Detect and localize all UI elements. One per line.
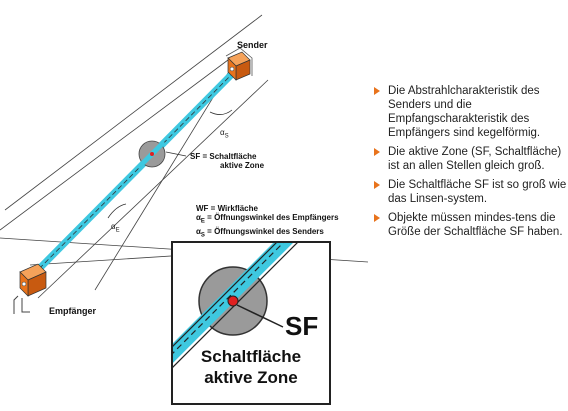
list-item: Die aktive Zone (SF, Schaltfläche) ist a…: [372, 145, 568, 173]
receiver-lens: [21, 281, 27, 287]
legend-item-wf: WF = Wirkfläche: [196, 204, 258, 213]
receiver-stand: [13, 295, 19, 314]
bullet-list: Die Abstrahlcharakteristik des Senders u…: [372, 84, 568, 244]
cone-line-outer-top: [4, 14, 263, 211]
angle-arc-receiver: [107, 203, 127, 219]
inset-beam-edge-1: [173, 243, 277, 347]
sender-mount: [225, 47, 253, 76]
sender-lens: [229, 66, 235, 72]
inset-beam-axis: [173, 243, 284, 354]
receiver-label: Empfänger: [49, 306, 97, 316]
inset-sf-label: SF: [285, 311, 319, 341]
active-zone-dot: [150, 152, 154, 156]
legend-item-alpha-e: αE = Öffnungswinkel des Empfängers: [196, 213, 339, 225]
inset-caption-line2: aktive Zone: [204, 368, 298, 387]
angle-arc-sender: [209, 109, 233, 115]
sf-line2: aktive Zone: [220, 161, 265, 170]
cone-line-sender-upper: [0, 59, 229, 231]
inset-caption-line1: Schaltfläche: [200, 347, 302, 366]
triangle-right-icon: [374, 148, 380, 156]
triangle-right-icon: [374, 214, 380, 222]
list-item: Die Abstrahlcharakteristik des Senders u…: [372, 84, 568, 140]
sf-pointer-line: [165, 151, 187, 157]
inset-box: SF Schaltfläche aktive Zone: [171, 241, 331, 405]
legend-item-alpha-s: αS = Öffnungswinkel des Senders: [196, 226, 324, 239]
sf-line1: Schaltfläche: [209, 152, 257, 161]
list-item: Die Schaltfläche SF ist so groß wie das …: [372, 178, 568, 206]
angle-sender-label: αS: [220, 128, 229, 140]
inset-drawing: [173, 243, 298, 368]
angle-receiver-label: αE: [111, 222, 120, 234]
inset-caption: Schaltfläche aktive Zone: [173, 346, 329, 388]
inset-dot: [227, 295, 239, 307]
sf-abbr: SF =: [190, 152, 208, 161]
triangle-right-icon: [374, 181, 380, 189]
sf-definition: SF = Schaltfläche aktive Zone: [190, 152, 264, 170]
legend: WF = Wirkfläche αE = Öffnungswinkel des …: [196, 204, 339, 240]
inset-pointer: [236, 304, 284, 328]
beam-axis: [27, 69, 237, 281]
sender-label: Sender: [237, 40, 268, 50]
receiver-mount: [21, 298, 30, 313]
list-item: Objekte müssen mindes-tens die Größe der…: [372, 211, 568, 239]
triangle-right-icon: [374, 87, 380, 95]
